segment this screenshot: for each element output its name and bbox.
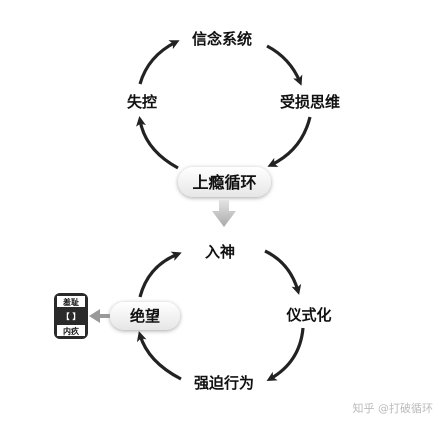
bracket-symbol: 【 】 <box>62 311 81 321</box>
arrow-despair-to-trance <box>138 251 182 298</box>
node-despair: 绝望 <box>130 307 160 325</box>
arrow-beliefs-to-damaged-thinking <box>266 44 303 86</box>
arrow-compulsive-behavior-to-despair <box>136 331 182 381</box>
shame-label: 羞耻 <box>62 297 79 307</box>
top-cycle: 信念系统 受损思维 失控 上瘾循环 <box>127 30 340 197</box>
node-belief-system: 信念系统 <box>192 30 252 48</box>
node-addiction-cycle: 上瘾循环 <box>192 173 256 192</box>
node-ritualization: 仪式化 <box>285 306 331 324</box>
shame-guilt-box: 羞耻 【 】 内疚 <box>54 293 88 339</box>
transition-down-arrow <box>212 200 236 227</box>
node-loss-of-control: 失控 <box>127 93 157 111</box>
bottom-cycle: 入神 仪式化 强迫行为 绝望 <box>89 243 332 392</box>
arrow-despair-to-shame-guilt-head <box>89 309 100 323</box>
addiction-cycle-pill: 上瘾循环 <box>178 167 271 197</box>
arrow-addiction-cycle-to-loss-of-control <box>136 116 179 170</box>
despair-pill: 绝望 <box>110 302 180 330</box>
node-trance: 入神 <box>205 243 235 261</box>
zhihu-watermark: 知乎 @打破循环 <box>353 401 434 415</box>
arrow-loss-of-control-to-beliefs <box>138 40 180 85</box>
arrow-damaged-thinking-to-addiction-cycle <box>267 116 312 167</box>
node-damaged-thinking: 受损思维 <box>280 93 340 111</box>
guilt-label: 内疚 <box>63 326 80 336</box>
arrow-ritualization-to-compulsive-behavior <box>266 327 305 381</box>
node-compulsive-behavior: 强迫行为 <box>194 374 254 392</box>
arrow-trance-to-ritualization <box>264 249 302 295</box>
